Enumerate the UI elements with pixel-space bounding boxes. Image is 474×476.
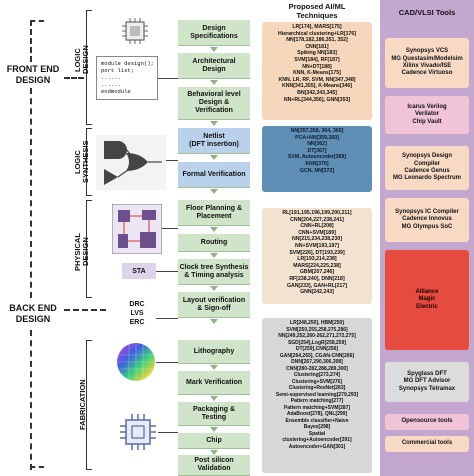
logic-synthesis-label: LOGIC SYNTHESIS bbox=[73, 140, 90, 184]
fabrication-brace bbox=[86, 340, 92, 470]
flow-arrow bbox=[210, 121, 218, 126]
flow-arrow bbox=[210, 189, 218, 194]
step-design-specifications: Design Specifications bbox=[178, 20, 250, 46]
flow-arrow bbox=[210, 450, 218, 455]
connector-line bbox=[156, 362, 178, 363]
back-end-dashed-line bbox=[30, 330, 32, 470]
logic-gates-icon bbox=[96, 135, 166, 190]
step-netlist: Netlist (DFT insertion) bbox=[178, 128, 250, 154]
logic-design-label: LOGIC DESIGN bbox=[73, 45, 90, 75]
drc-lvs-erc-badge: DRC LVS ERC bbox=[129, 301, 145, 326]
flow-arrow bbox=[210, 155, 218, 160]
flow-arrow bbox=[210, 47, 218, 52]
connector-line bbox=[158, 432, 178, 433]
logic-synthesis-brace bbox=[86, 128, 92, 196]
front-end-dashed-line-lower bbox=[30, 88, 32, 298]
front-end-dashed-connector bbox=[30, 20, 44, 22]
step-lithography: Lithography bbox=[178, 340, 250, 364]
step-routing: Routing bbox=[178, 234, 250, 252]
flow-column: Design Specifications Architectural Desi… bbox=[178, 0, 250, 476]
tools-physical-opensource: Alliance Magic Electric bbox=[385, 250, 469, 350]
layout-floorplan-icon bbox=[111, 203, 163, 255]
ai-techniques-physical-design: RL[191,195,196,199,200,211] CNN[204,227,… bbox=[262, 208, 372, 304]
flow-arrow bbox=[210, 286, 218, 291]
front-to-logic-connector bbox=[64, 77, 84, 79]
ai-ml-header: Proposed AI/ML Techniques bbox=[288, 2, 346, 20]
flow-arrow bbox=[210, 396, 218, 401]
physical-design-brace bbox=[86, 200, 92, 298]
connector-line bbox=[162, 228, 178, 229]
ai-techniques-logic-design: LR[174], MARS[175] Hierarchical clusteri… bbox=[262, 22, 372, 120]
flow-arrow bbox=[210, 365, 218, 370]
step-formal-verification: Formal Verification bbox=[178, 162, 250, 188]
ai-techniques-logic-synthesis: NN[357,358, 364, 365] PCA+NN[359,360] NN… bbox=[262, 126, 372, 192]
physical-design-label: PHYSICAL DESIGN bbox=[73, 233, 90, 271]
legend-commercial-tools: Commercial tools bbox=[385, 436, 469, 452]
step-packaging-testing: Packaging & Testing bbox=[178, 402, 250, 426]
packaged-chip-icon bbox=[118, 412, 158, 452]
silicon-wafer-icon bbox=[116, 342, 156, 382]
flow-arrow bbox=[210, 253, 218, 258]
design-to-physical-connector bbox=[64, 309, 106, 311]
fabrication-label: FABRICATION bbox=[78, 379, 87, 431]
connector-line bbox=[166, 160, 178, 161]
step-architectural-design: Architectural Design bbox=[178, 53, 250, 79]
step-mark-verification: Mark Verification bbox=[178, 371, 250, 395]
tools-logic-synthesis: Synopsys Design Compiler Cadence Genus M… bbox=[385, 146, 469, 190]
back-end-dashed-connector bbox=[30, 466, 44, 468]
connector-line bbox=[158, 78, 178, 79]
flow-arrow bbox=[210, 80, 218, 85]
tools-logic-design-commercial: Synopsys VCS MG Questasim/Modelsim Xilin… bbox=[385, 38, 469, 88]
tools-physical-design: Synopsys IC Compiler Cadence Innovus MG … bbox=[385, 198, 469, 242]
tools-header: CAD/VLSI Tools bbox=[398, 8, 456, 17]
flow-arrow bbox=[210, 427, 218, 432]
front-end-dashed-line bbox=[30, 20, 32, 62]
front-end-design-label: FRONT END DESIGN bbox=[6, 64, 60, 85]
verilog-code-snippet: module design(); port list; ...... .....… bbox=[96, 56, 158, 100]
chip-design-icon bbox=[122, 18, 148, 44]
back-end-design-label: BACK END DESIGN bbox=[9, 303, 57, 324]
flow-arrow bbox=[210, 319, 218, 324]
connector-line bbox=[156, 318, 178, 319]
tools-fabrication: Spyglass DFT MG DFT Advisor Synopsys Tet… bbox=[385, 362, 469, 402]
flow-arrow bbox=[210, 227, 218, 232]
step-chip: Chip bbox=[178, 433, 250, 449]
ai-techniques-fabrication: LR[248,250], HBM[250] SVM[250,255,258,27… bbox=[262, 318, 372, 473]
step-layout-verification: Layout verification & Sign-off bbox=[178, 292, 250, 318]
connector-line bbox=[156, 271, 178, 272]
step-floor-planning: Floor Planning & Placement bbox=[178, 200, 250, 226]
step-post-silicon-validation: Post silicon Validation bbox=[178, 455, 250, 476]
step-behavioral-design: Behavioral level Design & Verification bbox=[178, 87, 250, 120]
logic-design-brace bbox=[86, 10, 92, 125]
legend-opensource-tools: Opensource tools bbox=[385, 414, 469, 430]
step-clock-tree-synthesis: Clock tree Synthesis & Timing analysis bbox=[178, 259, 250, 285]
sta-badge: STA bbox=[122, 263, 156, 279]
tools-logic-design-opensource: Icarus Verilog Verilator Chip Vault bbox=[385, 96, 469, 134]
